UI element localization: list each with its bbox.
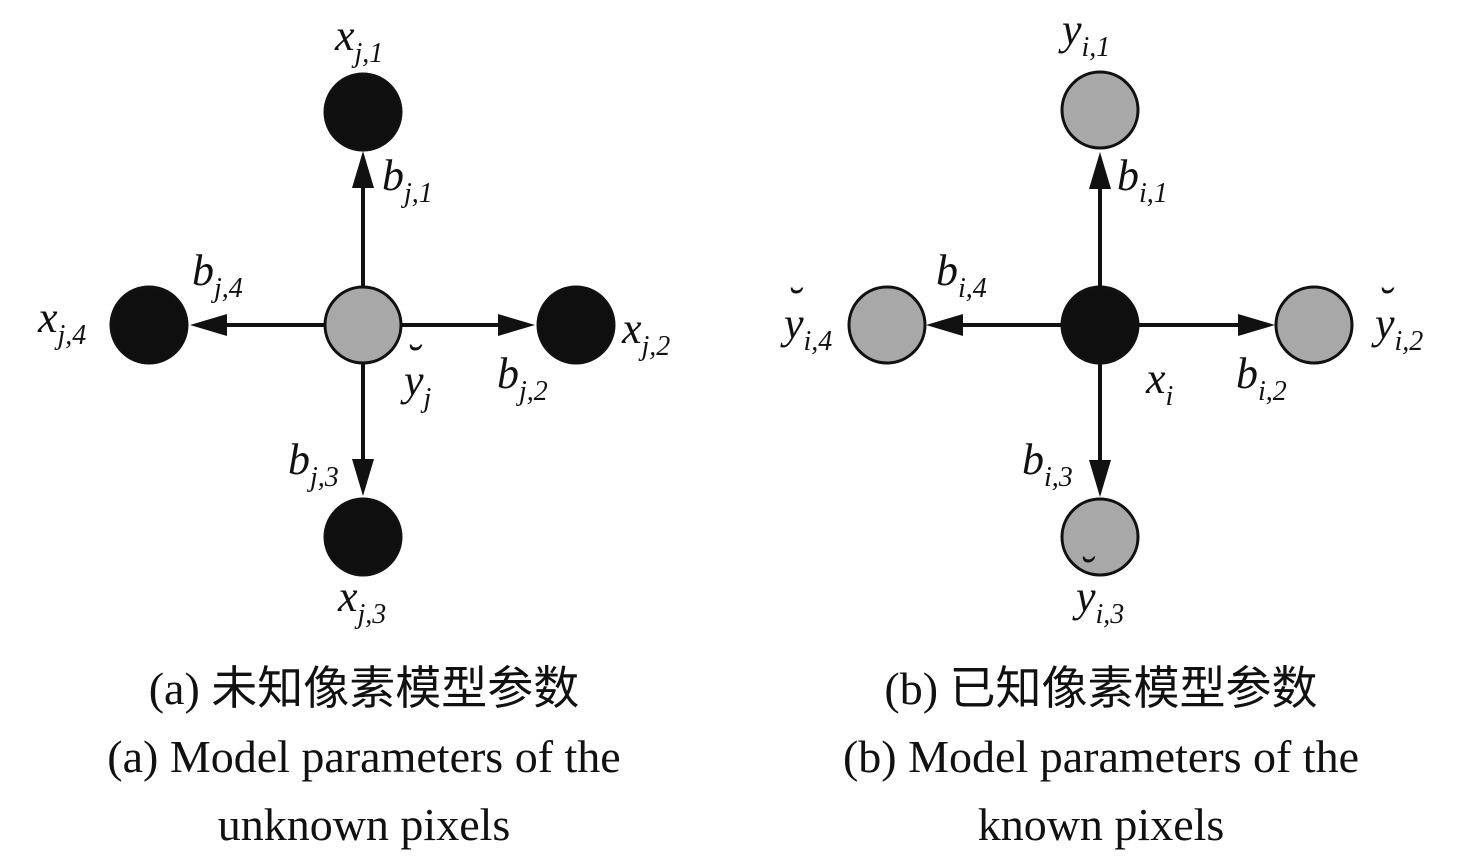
- label-b-j1: bj,1: [382, 151, 433, 209]
- unknown-pixel-node-a-4: [109, 285, 189, 365]
- unknown-pixel-node-a-1: [323, 72, 403, 152]
- label-x-j4: xj,4: [37, 293, 86, 351]
- label-y-j-accent: ˘: [405, 336, 423, 385]
- label-y-i4: yi,4: [780, 299, 832, 357]
- unknown-pixel-node-a-2: [536, 285, 616, 365]
- known-pixel-node-b-2: [1274, 285, 1354, 365]
- label-y-i3: yi,3: [1072, 572, 1124, 630]
- label-y-i2-accent: ˘: [1377, 279, 1395, 328]
- caption-a-en-line-1: (a) Model parameters of the: [107, 731, 621, 782]
- known-pixel-center-a: [323, 285, 403, 365]
- caption-b-en-line-2: known pixels: [977, 799, 1225, 850]
- label-y-i1-accent: ˘: [1064, 0, 1082, 22]
- label-y-j: yj: [400, 356, 432, 414]
- caption-a: (a) 未知像素模型参数 (a) Model parameters of the…: [14, 655, 714, 859]
- unknown-pixel-node-a-3: [323, 497, 403, 577]
- label-b-j3: bj,3: [288, 435, 339, 493]
- label-b-i2: bi,2: [1236, 349, 1287, 407]
- caption-b-cn: (b) 已知像素模型参数: [884, 663, 1318, 714]
- label-x-j2: xj,2: [621, 304, 670, 362]
- caption-b-en-line-1: (b) Model parameters of the: [842, 731, 1360, 782]
- known-pixel-node-b-3: [1060, 497, 1140, 577]
- label-y-i4-accent: ˘: [786, 279, 804, 328]
- label-y-i3-accent: ˘: [1078, 548, 1096, 597]
- label-y-i2: yi,2: [1371, 299, 1423, 357]
- arrowhead-b-3: [1089, 460, 1111, 497]
- arrowhead-a-1: [352, 151, 374, 188]
- arrowhead-a-3: [352, 459, 374, 496]
- arrowhead-a-4: [190, 314, 227, 336]
- panel-a: xj,1 xj,2 xj,3 xj,4 ˘ yj bj,1 bj,2 bj,3 …: [37, 11, 670, 630]
- label-b-j4: bj,4: [192, 246, 243, 304]
- known-pixel-node-b-4: [847, 285, 927, 365]
- arrowhead-b-1: [1089, 152, 1111, 189]
- arrowhead-b-2: [1238, 314, 1275, 336]
- caption-a-cn: (a) 未知像素模型参数: [148, 663, 580, 714]
- label-x-j1: xj,1: [334, 11, 383, 69]
- label-b-i3: bi,3: [1022, 435, 1073, 493]
- panel-b: ˘ yi,1 ˘ yi,2 ˘ yi,3 ˘ yi,4 xi bi,1 bi,2…: [780, 0, 1423, 630]
- label-x-i: xi: [1145, 354, 1173, 412]
- label-y-i1: yi,1: [1058, 5, 1110, 63]
- label-b-i1: bi,1: [1117, 151, 1168, 209]
- arrowhead-a-2: [498, 314, 535, 336]
- label-x-j3: xj,3: [337, 572, 386, 630]
- known-pixel-node-b-1: [1060, 70, 1140, 150]
- label-b-i4: bi,4: [936, 246, 987, 304]
- label-b-j2: bj,2: [497, 349, 548, 407]
- caption-b: (b) 已知像素模型参数 (b) Model parameters of the…: [751, 655, 1451, 859]
- unknown-pixel-center-b: [1060, 285, 1140, 365]
- caption-a-en-line-2: unknown pixels: [217, 799, 511, 850]
- arrowhead-b-4: [926, 314, 963, 336]
